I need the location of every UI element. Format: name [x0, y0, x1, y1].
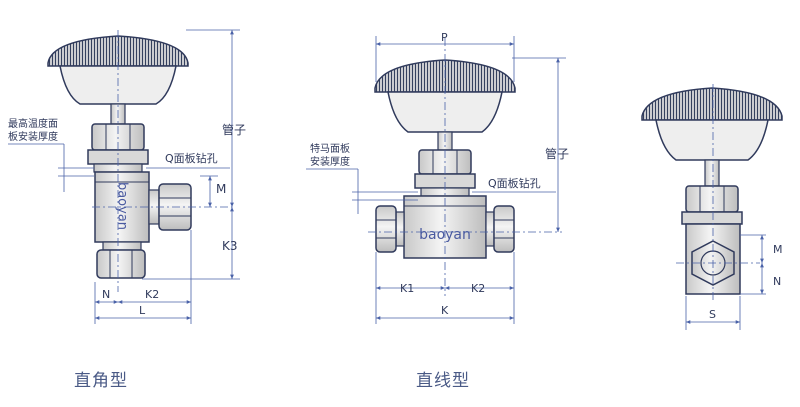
dim-k2-label: K2	[471, 282, 485, 295]
dim-l-label: L	[139, 304, 146, 317]
handwheel-knob	[641, 87, 783, 161]
tube-label: 管子	[545, 146, 569, 161]
bonnet-nut	[685, 185, 739, 213]
right-port-nut	[485, 211, 495, 247]
dim-n-label: N	[773, 275, 781, 288]
caption-right-angle: 直角型	[74, 371, 128, 391]
panel-nut	[681, 211, 743, 225]
dim-k3-label: K3	[222, 239, 238, 253]
dim-m-label: M	[773, 243, 783, 256]
dim-k2-label: K2	[145, 288, 159, 301]
figure-side-view: M N S	[641, 84, 783, 330]
panel-thickness-label-1: 最高温度面	[8, 117, 58, 130]
dim-m-label: M	[216, 182, 226, 196]
tube-label: 管子	[222, 122, 246, 137]
dim-k-label: K	[441, 304, 449, 317]
bottom-port-nut	[102, 241, 142, 251]
caption-straight: 直线型	[416, 371, 470, 391]
panel-hole-label: Q面板钻孔	[488, 176, 541, 190]
valve-stem	[704, 159, 720, 187]
left-port-nut	[395, 211, 405, 247]
brand-label: baoyan	[115, 182, 130, 230]
figure-right-angle: baoyan 管子 最高温度面 板安装厚度 Q面板钻孔 M	[8, 29, 246, 324]
dim-p-label: P	[441, 31, 448, 44]
panel-thickness-label-1: 特马面板	[310, 142, 350, 155]
panel-thickness-label-2: 安装厚度	[310, 155, 350, 168]
panel-thickness-label-2: 板安装厚度	[8, 130, 58, 143]
figure-straight: baoyan P 管子 特马面板 安装厚度 Q面板钻孔	[306, 31, 569, 324]
dim-n-label: N	[102, 288, 110, 301]
dim-k1-label: K1	[400, 282, 414, 295]
panel-hole-label: Q面板钻孔	[165, 151, 218, 165]
dim-s-label: S	[709, 308, 716, 321]
